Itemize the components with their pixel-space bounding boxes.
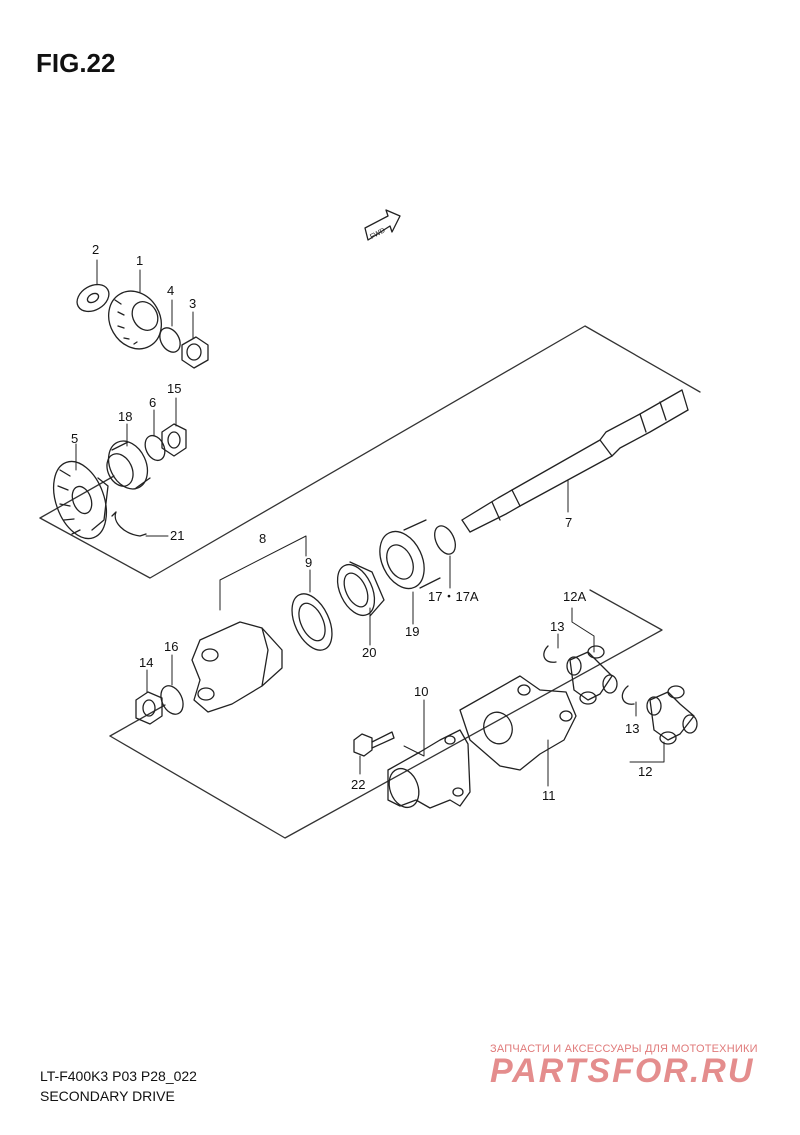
watermark-logo-text: PARTSFOR.RU — [490, 1052, 754, 1090]
callout-21-label: 13 — [625, 721, 640, 736]
washer-part-2 — [76, 283, 110, 313]
yoke-part-8 — [191, 621, 283, 713]
figure-title: FIG.22 — [36, 48, 116, 78]
callout-6-label: 6 — [149, 395, 157, 410]
leader-lines — [75, 259, 665, 787]
watermark-subtitle: ЗАПЧАСТИ И АКСЕССУАРЫ ДЛЯ МОТОТЕХНИКИ — [490, 1043, 758, 1055]
ring-gear-part-5 — [52, 460, 109, 540]
callout-23-label: 22 — [351, 777, 366, 792]
washer-part-6 — [144, 434, 166, 462]
nut-part-15 — [161, 423, 187, 457]
callout-10-label: 7 — [565, 515, 573, 530]
washer-part-16 — [160, 685, 184, 715]
bevel-gear-part-1 — [108, 290, 162, 350]
watermark-logo: PARTSFOR.RU — [490, 1052, 754, 1090]
flange-yoke-part-11 — [459, 675, 577, 771]
seal-part-9 — [291, 593, 333, 651]
callout-17-label: 14 — [139, 655, 154, 670]
callout-3-label: 4 — [167, 283, 175, 298]
bearing-part-18 — [106, 440, 151, 490]
callout-2-label: 1 — [136, 253, 144, 268]
bolt-part-22 — [353, 731, 395, 757]
circlip-part-13a — [543, 645, 557, 663]
nut-part-14 — [135, 691, 163, 725]
callout-16-label: 16 — [164, 639, 179, 654]
callout-24-label: 11 — [542, 788, 556, 803]
callout-20-label: 10 — [414, 684, 429, 699]
circlip-part-13b — [621, 685, 635, 705]
callout-12-label: 9 — [305, 555, 313, 570]
section-caption: SECONDARY DRIVE — [40, 1088, 175, 1104]
seal-part-20 — [336, 561, 385, 617]
bearing-part-19 — [379, 519, 441, 590]
universal-joint-part-12a — [566, 645, 618, 705]
washer-part-17 — [434, 525, 456, 555]
callout-22-label: 12 — [638, 764, 653, 779]
nut-part-3 — [181, 336, 209, 369]
callout-18-label: 12A — [563, 589, 587, 604]
washer-part-4 — [159, 327, 181, 353]
callout-4-label: 3 — [189, 296, 197, 311]
callout-14-label: 19 — [405, 624, 420, 639]
flange-part-10 — [387, 729, 471, 809]
universal-joint-part-12 — [646, 685, 698, 745]
drawing-code: LT-F400K3 P03 P28_022 — [40, 1068, 197, 1084]
callout-8-label: 5 — [71, 431, 79, 446]
drive-shaft-part-7 — [461, 389, 689, 533]
callout-9-label: 21 — [170, 528, 185, 543]
callout-19-label: 13 — [550, 619, 565, 634]
callout-15-label: 20 — [362, 645, 377, 660]
fwd-arrow-icon: FWD — [364, 209, 401, 241]
callout-7-label: 18 — [118, 409, 133, 424]
callout-13-label: 17・17A — [428, 589, 479, 604]
group-frame-joint — [109, 589, 663, 839]
group-frame-shaft — [39, 325, 701, 579]
callout-11-label: 8 — [259, 531, 267, 546]
callout-5-label: 15 — [167, 381, 182, 396]
circlip-part-21 — [111, 511, 147, 537]
callout-1-label: 2 — [92, 242, 100, 257]
